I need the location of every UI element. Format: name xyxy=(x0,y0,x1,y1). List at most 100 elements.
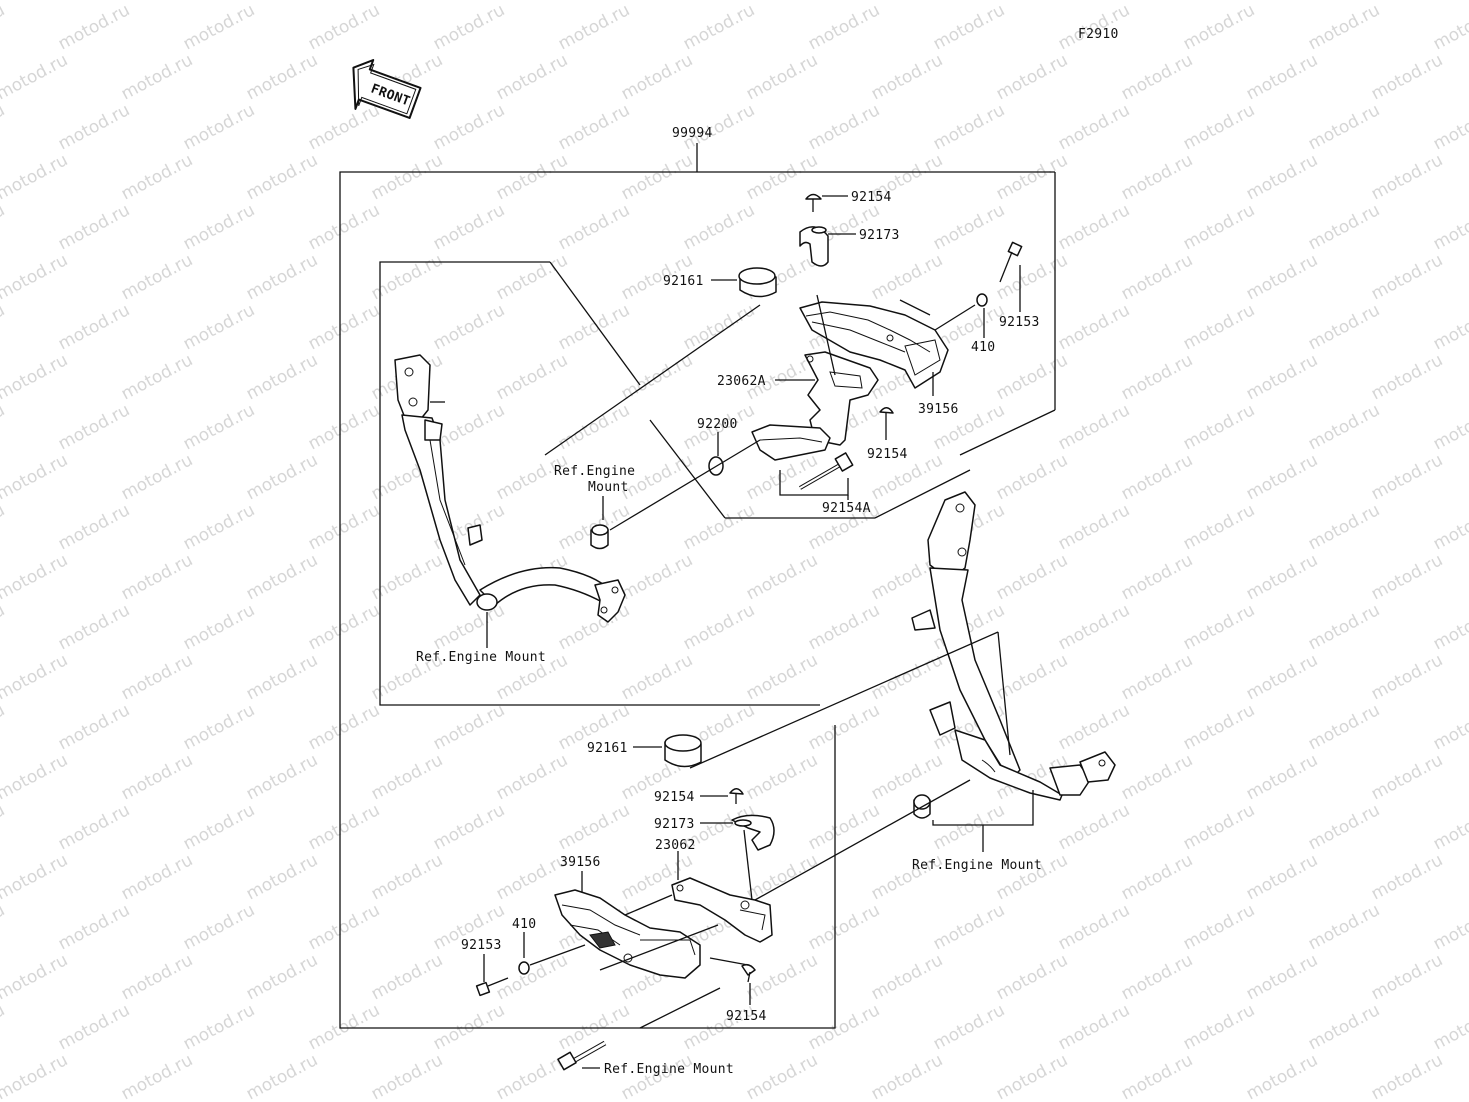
watermark-text: motod.ru xyxy=(368,0,446,4)
watermark-text: motod.ru xyxy=(243,650,321,704)
watermark-text: motod.ru xyxy=(993,550,1071,604)
watermark-text: motod.ru xyxy=(55,300,133,354)
watermark-text: motod.ru xyxy=(680,0,758,54)
watermark-text: motod.ru xyxy=(868,1050,946,1102)
watermark-text: motod.ru xyxy=(1118,350,1196,404)
watermark-text: motod.ru xyxy=(55,600,133,654)
label-92154-lower-bottom: 92154 xyxy=(726,1009,767,1024)
watermark-text: motod.ru xyxy=(680,300,758,354)
watermark-text: motod.ru xyxy=(1305,100,1383,154)
label-ref-engine-mount-frame: Ref.Engine Mount xyxy=(416,650,546,665)
slider-top-leader xyxy=(899,299,931,316)
watermark-text: motod.ru xyxy=(55,700,133,754)
bolt-92154-lower-top xyxy=(729,788,744,804)
watermark-text: motod.ru xyxy=(305,500,383,554)
watermark-text: motod.ru xyxy=(1118,50,1196,104)
label-39156-top: 39156 xyxy=(918,402,959,417)
watermark-text: motod.ru xyxy=(1430,400,1469,454)
watermark-text: motod.ru xyxy=(1305,500,1383,554)
bolt-long-bottom xyxy=(557,1040,607,1071)
bracket-23062 xyxy=(671,829,773,943)
frame-tube-lower xyxy=(911,491,1116,801)
axis-410-top xyxy=(934,304,976,331)
slider-lower-connector xyxy=(624,894,673,916)
watermark-text: motod.ru xyxy=(1430,200,1469,254)
spacer-92161-top xyxy=(738,267,777,298)
watermark-text: motod.ru xyxy=(993,950,1071,1004)
watermark-text: motod.ru xyxy=(1243,850,1321,904)
watermark-text: motod.ru xyxy=(55,500,133,554)
watermark-text: motod.ru xyxy=(493,750,571,804)
watermark-text: motod.ru xyxy=(0,700,8,754)
watermark-text: motod.ru xyxy=(118,950,196,1004)
watermark-text: motod.ru xyxy=(1180,100,1258,154)
watermark-text: motod.ru xyxy=(993,50,1071,104)
watermark-text: motod.ru xyxy=(930,1000,1008,1054)
watermark-text: motod.ru xyxy=(555,300,633,354)
label-23062A: 23062A xyxy=(717,374,766,389)
watermark-text: motod.ru xyxy=(430,700,508,754)
watermark-text: motod.ru xyxy=(243,450,321,504)
watermark-text: motod.ru xyxy=(1305,600,1383,654)
watermark-text: motod.ru xyxy=(993,1050,1071,1102)
label-23062: 23062 xyxy=(655,838,696,853)
watermark-text: motod.ru xyxy=(180,600,258,654)
watermark-text: motod.ru xyxy=(0,900,8,954)
spacer-92161-lower xyxy=(664,734,702,768)
watermark-text: motod.ru xyxy=(180,400,258,454)
watermark-text: motod.ru xyxy=(0,450,71,504)
watermark-text: motod.ru xyxy=(1305,1000,1383,1054)
watermark-text: motod.ru xyxy=(305,400,383,454)
watermark-text: motod.ru xyxy=(993,150,1071,204)
watermark-text: motod.ru xyxy=(0,0,8,54)
watermark-text: motod.ru xyxy=(368,150,446,204)
watermark-text: motod.ru xyxy=(368,1050,446,1102)
watermark-text: motod.ru xyxy=(618,650,696,704)
upper-subframe-right xyxy=(874,469,971,519)
watermark-text: motod.ru xyxy=(618,550,696,604)
watermark-text: motod.ru xyxy=(493,0,571,4)
kit-boundary-diag xyxy=(639,987,721,1029)
watermark-text: motod.ru xyxy=(993,450,1071,504)
watermark-text: motod.ru xyxy=(430,300,508,354)
watermark-text: motod.ru xyxy=(368,850,446,904)
watermark-text: motod.ru xyxy=(680,500,758,554)
watermark-text: motod.ru xyxy=(743,1050,821,1102)
watermark-text: motod.ru xyxy=(243,550,321,604)
watermark-text: motod.ru xyxy=(118,850,196,904)
watermark-text: motod.ru xyxy=(118,150,196,204)
watermark-text: motod.ru xyxy=(1243,750,1321,804)
engine-mount-bushing-upper xyxy=(590,524,609,550)
watermark-text: motod.ru xyxy=(1430,1000,1469,1054)
watermark-text: motod.ru xyxy=(1368,950,1446,1004)
watermark-text: motod.ru xyxy=(743,850,821,904)
watermark-text: motod.ru xyxy=(430,1000,508,1054)
watermark-text: motod.ru xyxy=(555,0,633,54)
label-410-top: 410 xyxy=(971,340,995,355)
bracket-23062A xyxy=(804,294,879,446)
watermark-text: motod.ru xyxy=(743,550,821,604)
watermark-text: motod.ru xyxy=(1243,650,1321,704)
lower-subframe-top-diag xyxy=(689,631,999,769)
watermark-text: motod.ru xyxy=(1368,50,1446,104)
watermark-text: motod.ru xyxy=(1180,0,1258,54)
watermark-text: motod.ru xyxy=(1118,0,1196,4)
bolt-92154-top xyxy=(805,193,822,212)
watermark-text: motod.ru xyxy=(0,550,71,604)
watermark-text: motod.ru xyxy=(0,1000,8,1054)
watermark-text: motod.ru xyxy=(1368,1050,1446,1102)
watermark-text: motod.ru xyxy=(1305,800,1383,854)
watermark-text: motod.ru xyxy=(930,900,1008,954)
watermark-text: motod.ru xyxy=(180,700,258,754)
watermark-text: motod.ru xyxy=(0,300,8,354)
watermark-text: motod.ru xyxy=(368,950,446,1004)
watermark-text: motod.ru xyxy=(1180,600,1258,654)
upper-subframe-diag xyxy=(549,261,641,386)
watermark-text: motod.ru xyxy=(868,750,946,804)
watermark-text: motod.ru xyxy=(993,350,1071,404)
watermark-text: motod.ru xyxy=(118,250,196,304)
watermark-text: motod.ru xyxy=(430,600,508,654)
watermark-text: motod.ru xyxy=(1055,500,1133,554)
clamp-92173-lower xyxy=(731,814,775,851)
